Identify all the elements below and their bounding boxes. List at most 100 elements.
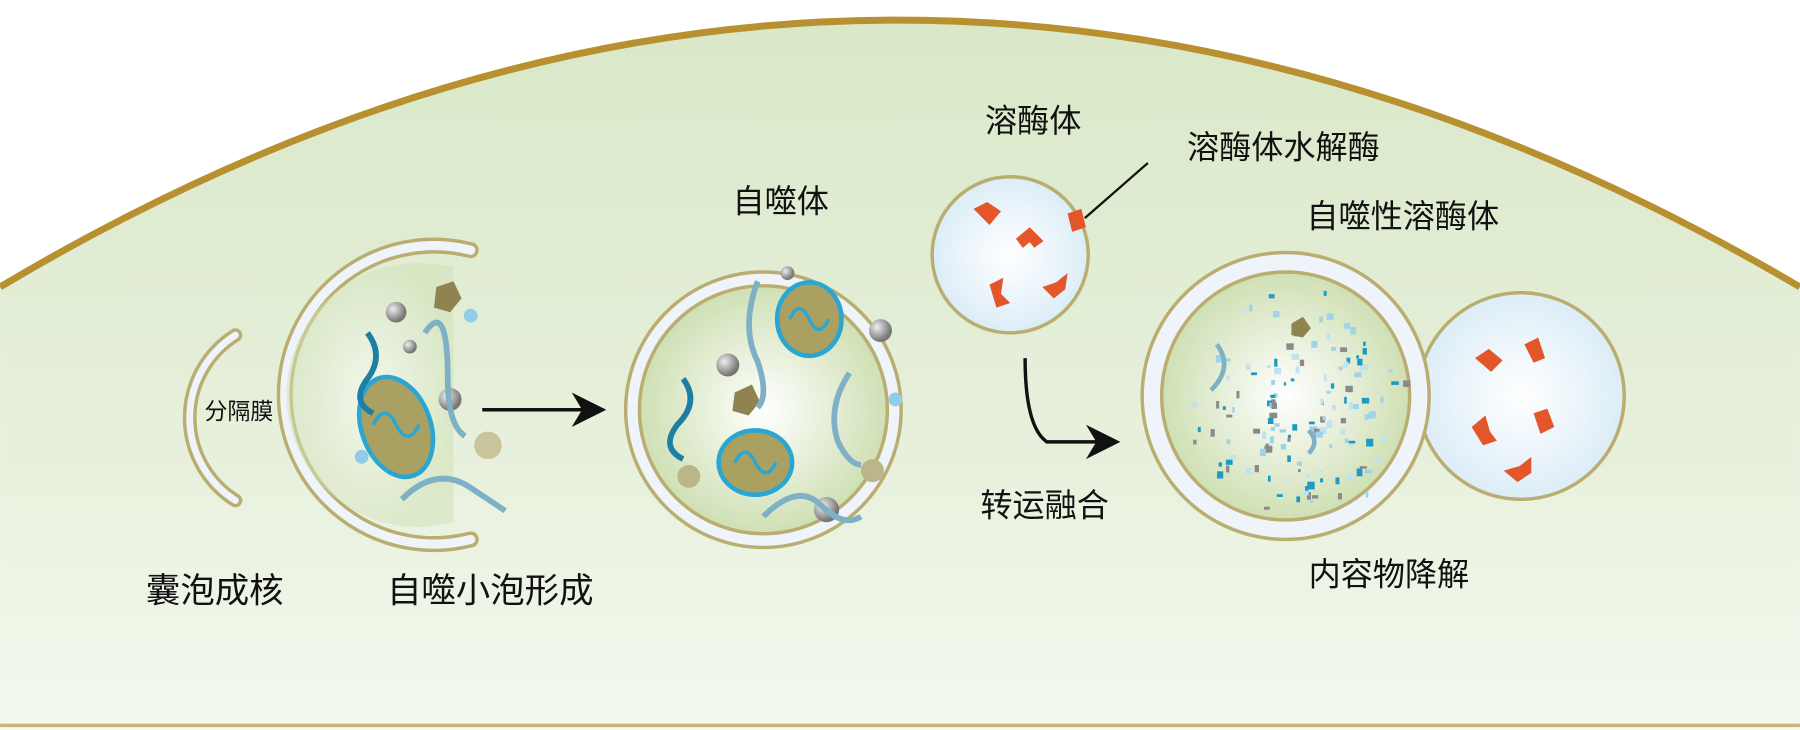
fragment — [1348, 444, 1354, 447]
fragment — [1271, 379, 1275, 385]
fragment — [1271, 402, 1278, 409]
degraded-fragments — [1190, 290, 1411, 510]
fragment — [1354, 372, 1362, 378]
fragment — [1344, 438, 1349, 444]
fragment — [1305, 474, 1310, 478]
label-autophagosome: 自噬体 — [732, 182, 828, 220]
fragment — [1326, 421, 1329, 428]
fragment — [1253, 428, 1261, 434]
fragment — [1226, 375, 1230, 381]
fragment — [1222, 406, 1226, 410]
fragment — [1359, 364, 1368, 371]
fragment — [1270, 427, 1276, 431]
fragment — [1361, 397, 1370, 404]
fragment — [1329, 444, 1333, 449]
fragment — [1324, 374, 1327, 382]
autolysosome — [1140, 250, 1626, 542]
fragment — [1327, 420, 1333, 429]
isolation-membrane — [182, 328, 243, 508]
fragment — [1270, 394, 1276, 398]
fragment — [1349, 402, 1354, 410]
fragment — [1287, 455, 1291, 462]
label-transport-fusion: 转运融合 — [980, 487, 1108, 525]
fragment — [1216, 471, 1224, 479]
fragment — [1340, 428, 1346, 435]
fragment — [1348, 440, 1356, 444]
fragment — [1320, 478, 1324, 483]
autophagosome — [623, 266, 903, 550]
fragment — [1286, 343, 1294, 350]
fragment — [1388, 369, 1393, 373]
fragment — [1254, 464, 1259, 473]
label-autophagosome-formation: 自噬小泡形成 — [387, 572, 594, 612]
fragment — [1376, 390, 1381, 395]
fragment — [1236, 390, 1240, 399]
fragment — [1322, 416, 1326, 421]
cell-membrane — [0, 16, 1800, 290]
fragment — [1307, 481, 1315, 490]
fragment — [1246, 364, 1251, 370]
fragment — [1226, 414, 1233, 418]
fragment — [1381, 435, 1387, 442]
fragment — [1232, 406, 1235, 413]
fragment — [1330, 383, 1335, 389]
fragment — [1340, 347, 1348, 353]
fragment — [1380, 396, 1384, 403]
fragment — [1249, 304, 1253, 312]
fragment — [1269, 436, 1274, 444]
fragment — [1225, 358, 1231, 362]
fragment — [1335, 477, 1340, 485]
label-autolysosome: 自噬性溶酶体 — [1306, 197, 1499, 235]
fragment — [1210, 429, 1215, 437]
fragment — [1269, 402, 1274, 408]
fragment — [1274, 358, 1278, 367]
fragment — [1313, 428, 1320, 433]
fragment — [1359, 466, 1367, 469]
fragment — [1218, 462, 1222, 467]
forming-autophagosome — [276, 237, 507, 553]
fragment — [1302, 490, 1309, 496]
fragment — [1279, 429, 1286, 433]
fragment — [1295, 366, 1300, 374]
fragment — [1353, 404, 1359, 410]
fragment — [1290, 378, 1295, 382]
fragment — [1373, 456, 1382, 462]
fragment — [1338, 366, 1343, 371]
hydrolase-leader-line — [1084, 162, 1149, 219]
fragment — [1403, 380, 1411, 387]
fragment — [1226, 439, 1231, 445]
fragment — [1287, 437, 1291, 442]
fragment — [1308, 421, 1315, 425]
fragment — [1315, 431, 1323, 438]
fragment — [1269, 412, 1278, 419]
fragment — [1345, 385, 1353, 392]
label-isolation-membrane: 分隔膜 — [204, 399, 273, 425]
fragment — [1273, 393, 1278, 398]
fragment — [1326, 390, 1331, 394]
fragment — [1197, 426, 1201, 433]
fragment — [1319, 316, 1323, 323]
fragment — [1246, 467, 1252, 475]
fragment — [1337, 493, 1342, 500]
fragment — [1215, 355, 1224, 363]
fragment — [1190, 402, 1198, 408]
fragment — [1296, 496, 1301, 503]
fragment — [1357, 358, 1363, 366]
fragment — [1272, 311, 1280, 318]
fragment — [1292, 424, 1298, 431]
fragment — [1283, 382, 1287, 386]
label-degradation: 内容物降解 — [1309, 555, 1470, 593]
cell-cytoplasm — [0, 20, 1800, 730]
fragment — [1268, 294, 1275, 299]
fragment — [1298, 469, 1301, 473]
fragment — [1312, 495, 1319, 499]
fragment — [1271, 399, 1276, 403]
fragment — [1320, 398, 1324, 405]
fragment — [1346, 357, 1351, 364]
fragment — [1362, 348, 1367, 355]
fragment — [1331, 347, 1336, 351]
fragment — [1311, 341, 1318, 348]
fragment — [1274, 423, 1280, 427]
fragment — [1216, 401, 1220, 409]
fragment — [1343, 361, 1349, 368]
